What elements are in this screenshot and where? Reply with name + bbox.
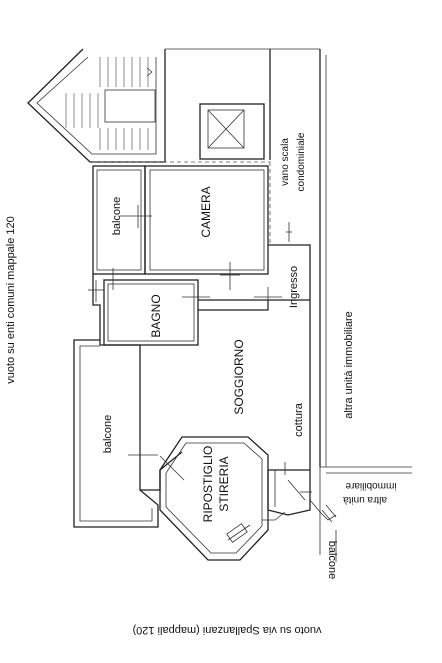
label-stireria: STIRERIA bbox=[217, 456, 231, 511]
label-cottura: cottura bbox=[293, 402, 305, 437]
label-balcone-left: balcone bbox=[102, 415, 114, 454]
label-vuoto-via: vuoto su via Spallanzani (mappali 120) bbox=[133, 624, 322, 636]
stair-steps bbox=[65, 57, 149, 150]
left-balcony bbox=[73, 339, 159, 528]
label-balcone-top: balcone bbox=[111, 197, 123, 236]
label-camera: CAMERA bbox=[199, 186, 213, 237]
label-vuoto-enti: vuoto su enti comuni mappale 120 bbox=[5, 216, 17, 384]
label-vano-scala: vano scala bbox=[280, 138, 291, 186]
corner-closet bbox=[262, 470, 337, 523]
stairwell bbox=[27, 48, 320, 163]
label-altra-unita-small-1: altra unità bbox=[343, 494, 387, 505]
label-ingresso: Ingresso bbox=[288, 266, 300, 308]
elevator-shaft bbox=[199, 103, 265, 160]
label-balcone-bottom: balcone bbox=[326, 541, 338, 580]
ripostiglio-room bbox=[159, 436, 269, 561]
label-altra-unita-small-2: immobiliare bbox=[345, 480, 397, 491]
label-soggiorno: SOGGIORNO bbox=[232, 339, 246, 414]
label-ripostiglio: RIPOSTIGLIO bbox=[201, 446, 215, 523]
label-altra-unita-right: altra unità immobiliare bbox=[343, 311, 355, 419]
label-bagno: BAGNO bbox=[149, 294, 163, 337]
label-condominiale: condominiale bbox=[296, 132, 307, 191]
right-boundary bbox=[319, 466, 412, 562]
